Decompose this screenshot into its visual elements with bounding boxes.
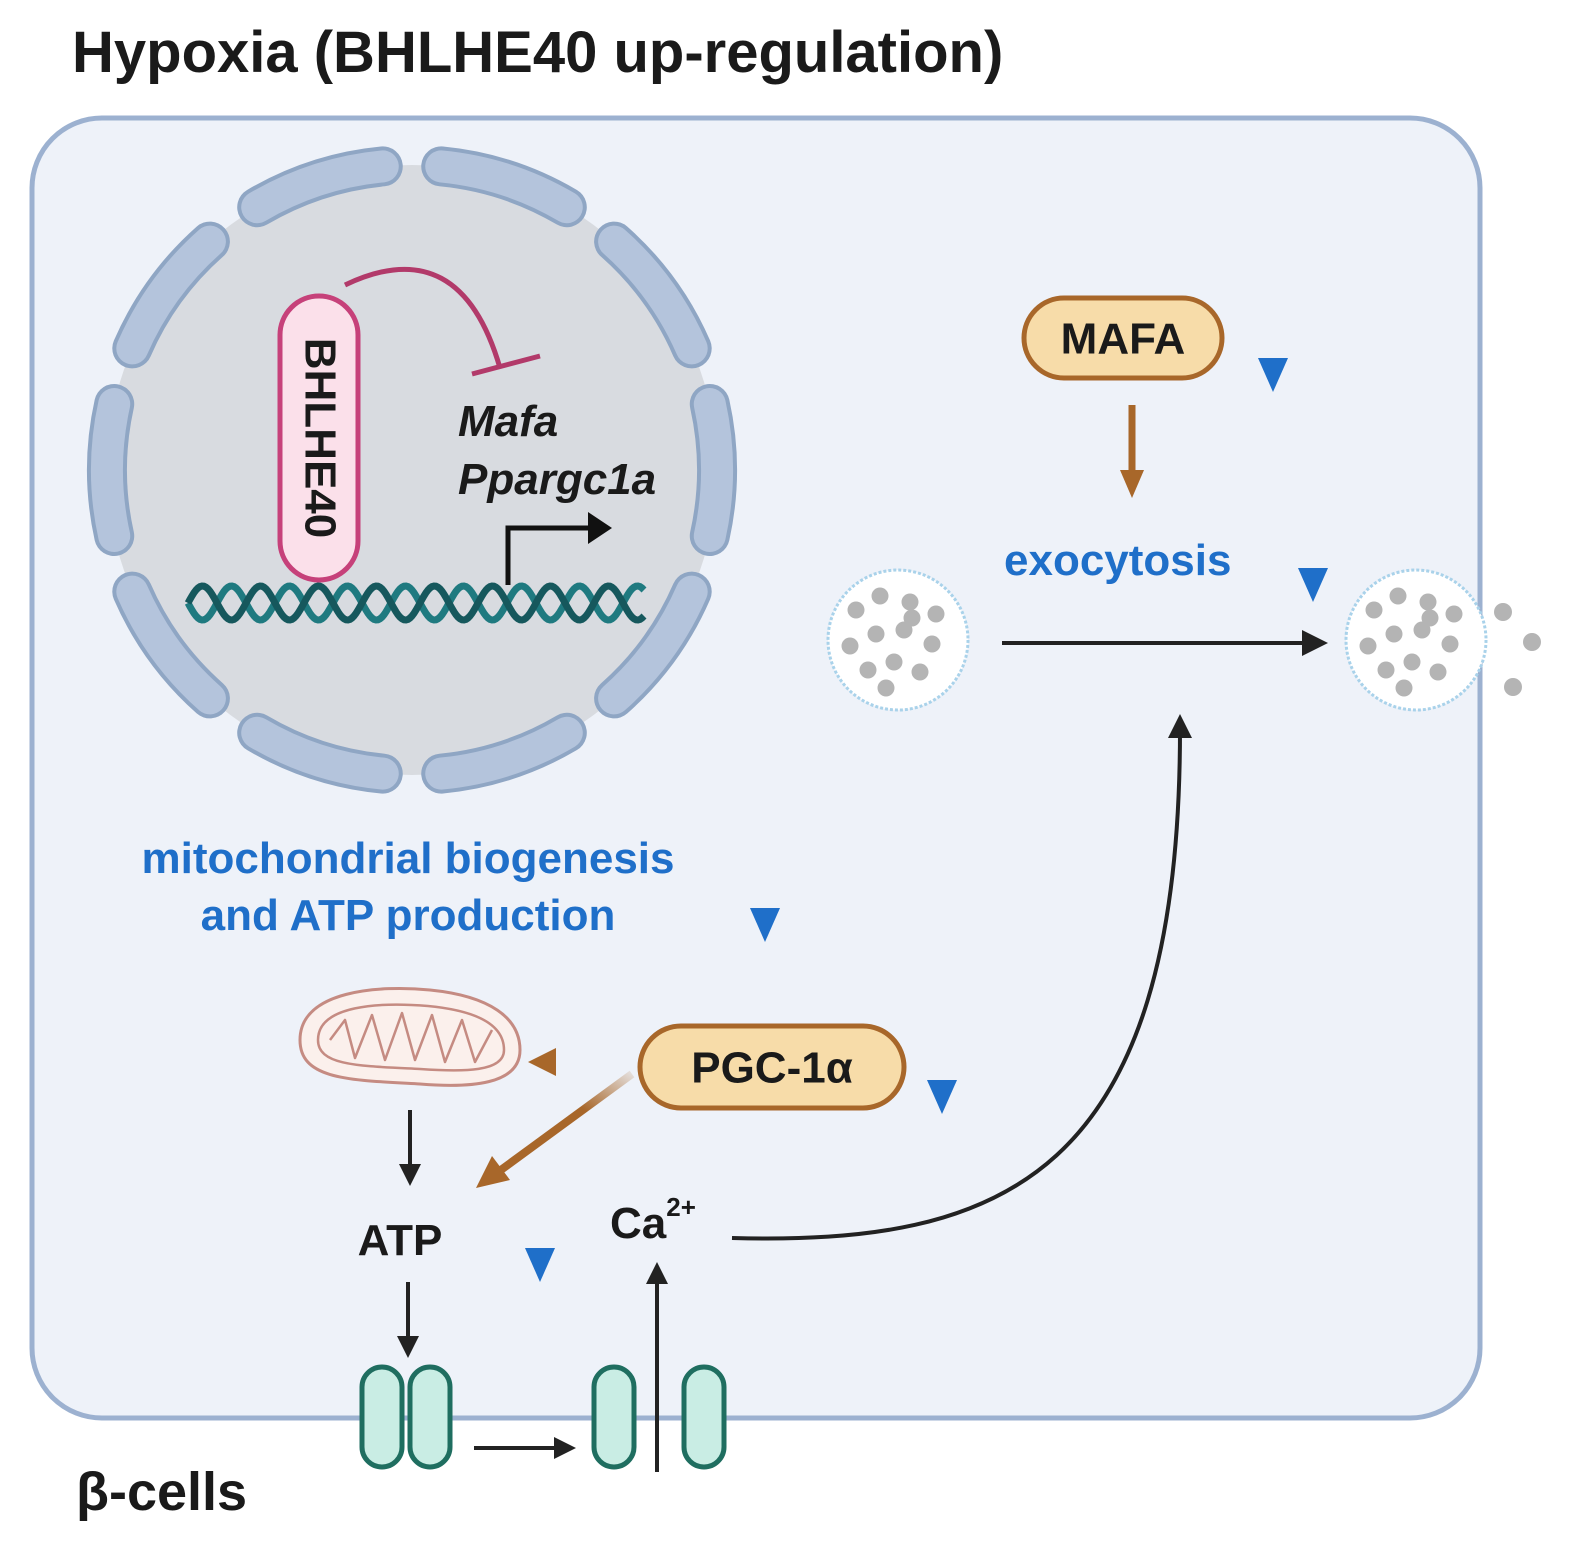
- insulin-granule-dot: [885, 653, 903, 671]
- insulin-granule-dot: [1419, 593, 1437, 611]
- bhlhe40-factor: BHLHE40: [277, 293, 361, 583]
- insulin-granule-dot: [1365, 601, 1383, 619]
- mito-biogenesis-decrease-arrowhead: [750, 908, 780, 942]
- pgc-to-mito-arrowhead: [528, 1048, 556, 1076]
- insulin-granule-dot: [901, 593, 919, 611]
- atp-decrease-arrowhead: [525, 1248, 555, 1282]
- katp-channel-subunit-right: [407, 1364, 453, 1470]
- nuclear-pore-segment-highlight: [116, 225, 226, 365]
- calcium-influx-arrowhead: [646, 1262, 668, 1284]
- insulin-granule-dot: [1389, 587, 1407, 605]
- insulin-granule-dot: [859, 661, 877, 679]
- insulin-granule-dot: [1395, 679, 1413, 697]
- mafa-decrease-arrowhead: [1258, 358, 1288, 392]
- katp-channel: [359, 1364, 453, 1470]
- bhlhe40-label: BHLHE40: [296, 338, 345, 539]
- transcription-start-arrow: [505, 525, 592, 585]
- insulin-granule-dot: [871, 587, 889, 605]
- released-insulin: [1494, 603, 1541, 696]
- nuclear-pore-segment-highlight: [91, 387, 131, 553]
- dna-strand-b: [184, 582, 647, 624]
- channel-coupling-arrowhead: [554, 1437, 576, 1459]
- calcium-label-base: Ca: [610, 1199, 667, 1248]
- granule-left-contents: [841, 587, 945, 697]
- gene-ppargc1a: Ppargc1a: [458, 455, 656, 504]
- insulin-granule-dot: [877, 679, 895, 697]
- gene-mafa: Mafa: [458, 397, 558, 446]
- mito-biogenesis-line2: and ATP production: [201, 891, 616, 940]
- transcription-arrowhead: [588, 512, 612, 544]
- calcium-channel-subunit-right: [681, 1364, 727, 1470]
- insulin-granule-dot: [1413, 621, 1431, 639]
- calcium-label: Ca2+: [610, 1192, 696, 1248]
- calcium-channel-subunit-left: [591, 1364, 637, 1470]
- cell-label: β-cells: [76, 1462, 247, 1522]
- calcium-to-exocytosis-curve: [731, 729, 1182, 1241]
- pgc1a-pill: [637, 1023, 907, 1111]
- insulin-granule-dot: [895, 621, 913, 639]
- calcium-label-superscript: 2+: [666, 1192, 696, 1222]
- katp-channel-subunit-left: [359, 1364, 405, 1470]
- dna-helix: [184, 582, 647, 624]
- pgc-to-atp-arrowhead: [476, 1156, 510, 1188]
- granule-right: [1344, 568, 1488, 712]
- inhibition-curve: [343, 266, 503, 369]
- mafa-to-exocytosis-arrowhead: [1120, 470, 1144, 498]
- calcium-to-exocytosis-arrowhead: [1168, 714, 1192, 738]
- insulin-granule-dot: [1377, 661, 1395, 679]
- nuclear-pore-segment-highlight: [598, 225, 708, 365]
- mafa-protein: MAFA: [1021, 295, 1225, 381]
- insulin-granule-dot: [1403, 653, 1421, 671]
- nuclear-pore-segment-highlight: [425, 716, 583, 790]
- bhlhe40-pill: [277, 293, 361, 583]
- nuclear-pore-segment-highlight: [425, 150, 583, 224]
- mitochondrion-cristae: [316, 1003, 506, 1072]
- insulin-granule-dot: [1421, 609, 1439, 627]
- nuclear-pore-segment-highlight: [693, 387, 733, 553]
- pgc1a-label: PGC-1α: [691, 1044, 853, 1093]
- insulin-granule-dot: [1445, 605, 1463, 623]
- mafa-pill: [1021, 295, 1225, 381]
- insulin-granule-dot: [923, 635, 941, 653]
- insulin-granule-dot: [1429, 663, 1447, 681]
- granule-right-contents: [1359, 587, 1463, 697]
- pgc1a-protein: PGC-1α: [637, 1023, 907, 1111]
- nuclear-envelope-highlight: [91, 150, 733, 790]
- nuclear-pore-segment-highlight: [116, 575, 226, 715]
- insulin-granule-dot: [1385, 625, 1403, 643]
- mito-biogenesis-line1: mitochondrial biogenesis: [142, 834, 675, 883]
- insulin-granule-dot: [911, 663, 929, 681]
- nuclear-pore-segment-highlight: [241, 716, 399, 790]
- pgc-decrease-arrowhead: [927, 1080, 957, 1114]
- insulin-granule-dot: [841, 637, 859, 655]
- insulin-granule-dot: [903, 609, 921, 627]
- insulin-granule-dot: [927, 605, 945, 623]
- diagram-title: Hypoxia (BHLHE40 up-regulation): [72, 20, 1003, 85]
- inhibition-bar: [471, 353, 541, 377]
- exocytosis-label: exocytosis: [1004, 536, 1231, 585]
- nuclear-pore-segment-highlight: [598, 575, 708, 715]
- dna-strand-a: [184, 582, 647, 624]
- mito-to-atp-arrowhead: [399, 1164, 421, 1186]
- mitochondrion: [298, 987, 522, 1087]
- granule-left: [826, 568, 970, 712]
- insulin-granule-dot: [847, 601, 865, 619]
- insulin-granule-dot: [1359, 637, 1377, 655]
- atp-to-channel-arrowhead: [397, 1336, 419, 1358]
- insulin-granule-dot: [1441, 635, 1459, 653]
- insulin-granule-dot: [867, 625, 885, 643]
- atp-label: ATP: [358, 1216, 443, 1265]
- nuclear-pore-segment-highlight: [241, 150, 399, 224]
- exocytosis-arrowhead: [1302, 630, 1328, 656]
- pgc-to-atp-arrow: [491, 1070, 635, 1179]
- mafa-label: MAFA: [1061, 315, 1186, 364]
- exocytosis-decrease-arrowhead: [1298, 568, 1328, 602]
- calcium-channel: [591, 1364, 727, 1470]
